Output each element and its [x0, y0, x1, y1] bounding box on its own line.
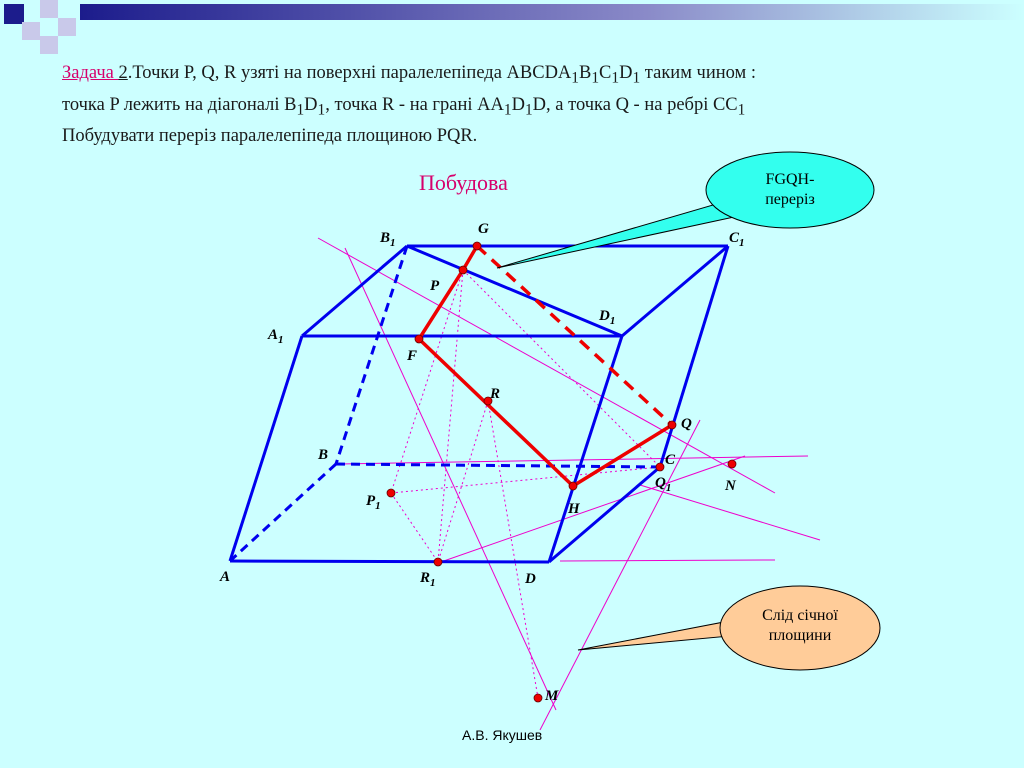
header-gradient-bar — [80, 4, 1024, 20]
label-B1: B1 — [379, 230, 396, 249]
label-M: M — [544, 688, 559, 704]
label-D: D — [524, 571, 536, 587]
label-C: C — [665, 452, 676, 468]
label-A: A — [219, 569, 230, 585]
callout-bottom-pointer — [577, 621, 731, 651]
callout-top-pointer — [496, 199, 750, 269]
label-P1: P1 — [366, 493, 381, 512]
auxiliary-dotted-lines — [390, 269, 661, 699]
callout-bottom-text: Слід січної площини — [762, 607, 838, 644]
task-number: 2 — [118, 63, 128, 83]
task-label: Задача — [62, 63, 119, 83]
label-Q1: Q1 — [655, 475, 671, 494]
hidden-edges — [228, 245, 661, 563]
cross-section — [416, 244, 674, 489]
label-R: R — [489, 386, 500, 402]
label-R1: R1 — [419, 570, 436, 589]
task-statement: Задача 2.Точки P, Q, R узяті на поверхні… — [62, 63, 757, 147]
point-labels: B1 G C1 P D1 A1 F R Q B C Q1 N P1 H A R1… — [219, 221, 745, 704]
construction-title: Побудова — [419, 170, 508, 195]
label-Q: Q — [681, 416, 692, 432]
author: А.В. Якушев — [462, 727, 543, 743]
label-P: P — [430, 278, 440, 294]
corner-decoration — [0, 0, 90, 60]
label-H: H — [567, 501, 581, 517]
callout-top-text: FGQH- переріз — [765, 171, 815, 208]
label-D1: D1 — [598, 308, 615, 327]
parallelepiped-edges — [228, 244, 730, 564]
label-A1: A1 — [267, 327, 284, 346]
label-N: N — [724, 478, 737, 494]
label-B: B — [317, 447, 328, 463]
point-markers — [386, 241, 737, 703]
callout-bottom-bubble — [719, 585, 881, 671]
label-C1: C1 — [729, 230, 745, 249]
label-G: G — [478, 221, 489, 237]
callout-top-bubble — [705, 151, 875, 229]
task-instruction: Побудувати переріз паралелепіпеда площин… — [62, 126, 478, 147]
label-F: F — [406, 348, 417, 364]
